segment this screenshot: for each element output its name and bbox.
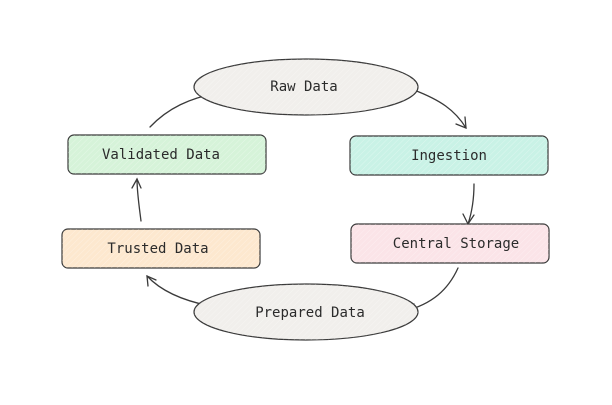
prepared-data-label: Prepared Data	[255, 305, 365, 321]
edge-ingestion-to-central-storage	[462, 183, 475, 226]
node-ingestion: Ingestion	[349, 135, 549, 176]
node-validated-data: Validated Data	[67, 134, 267, 175]
central-storage-label: Central Storage	[393, 236, 519, 252]
node-trusted-data: Trusted Data	[61, 228, 261, 269]
edge-raw-to-ingestion	[413, 89, 467, 129]
raw-data-label: Raw Data	[270, 79, 337, 95]
node-prepared-data: Prepared Data	[193, 283, 419, 341]
node-raw-data: Raw Data	[193, 58, 419, 116]
edge-prepared-to-trusted	[146, 274, 211, 307]
ingestion-label: Ingestion	[411, 148, 487, 164]
edge-trusted-to-validated	[131, 177, 142, 222]
validated-data-label: Validated Data	[102, 147, 220, 163]
trusted-data-label: Trusted Data	[107, 241, 208, 257]
edges	[131, 89, 475, 314]
node-central-storage: Central Storage	[350, 223, 550, 264]
